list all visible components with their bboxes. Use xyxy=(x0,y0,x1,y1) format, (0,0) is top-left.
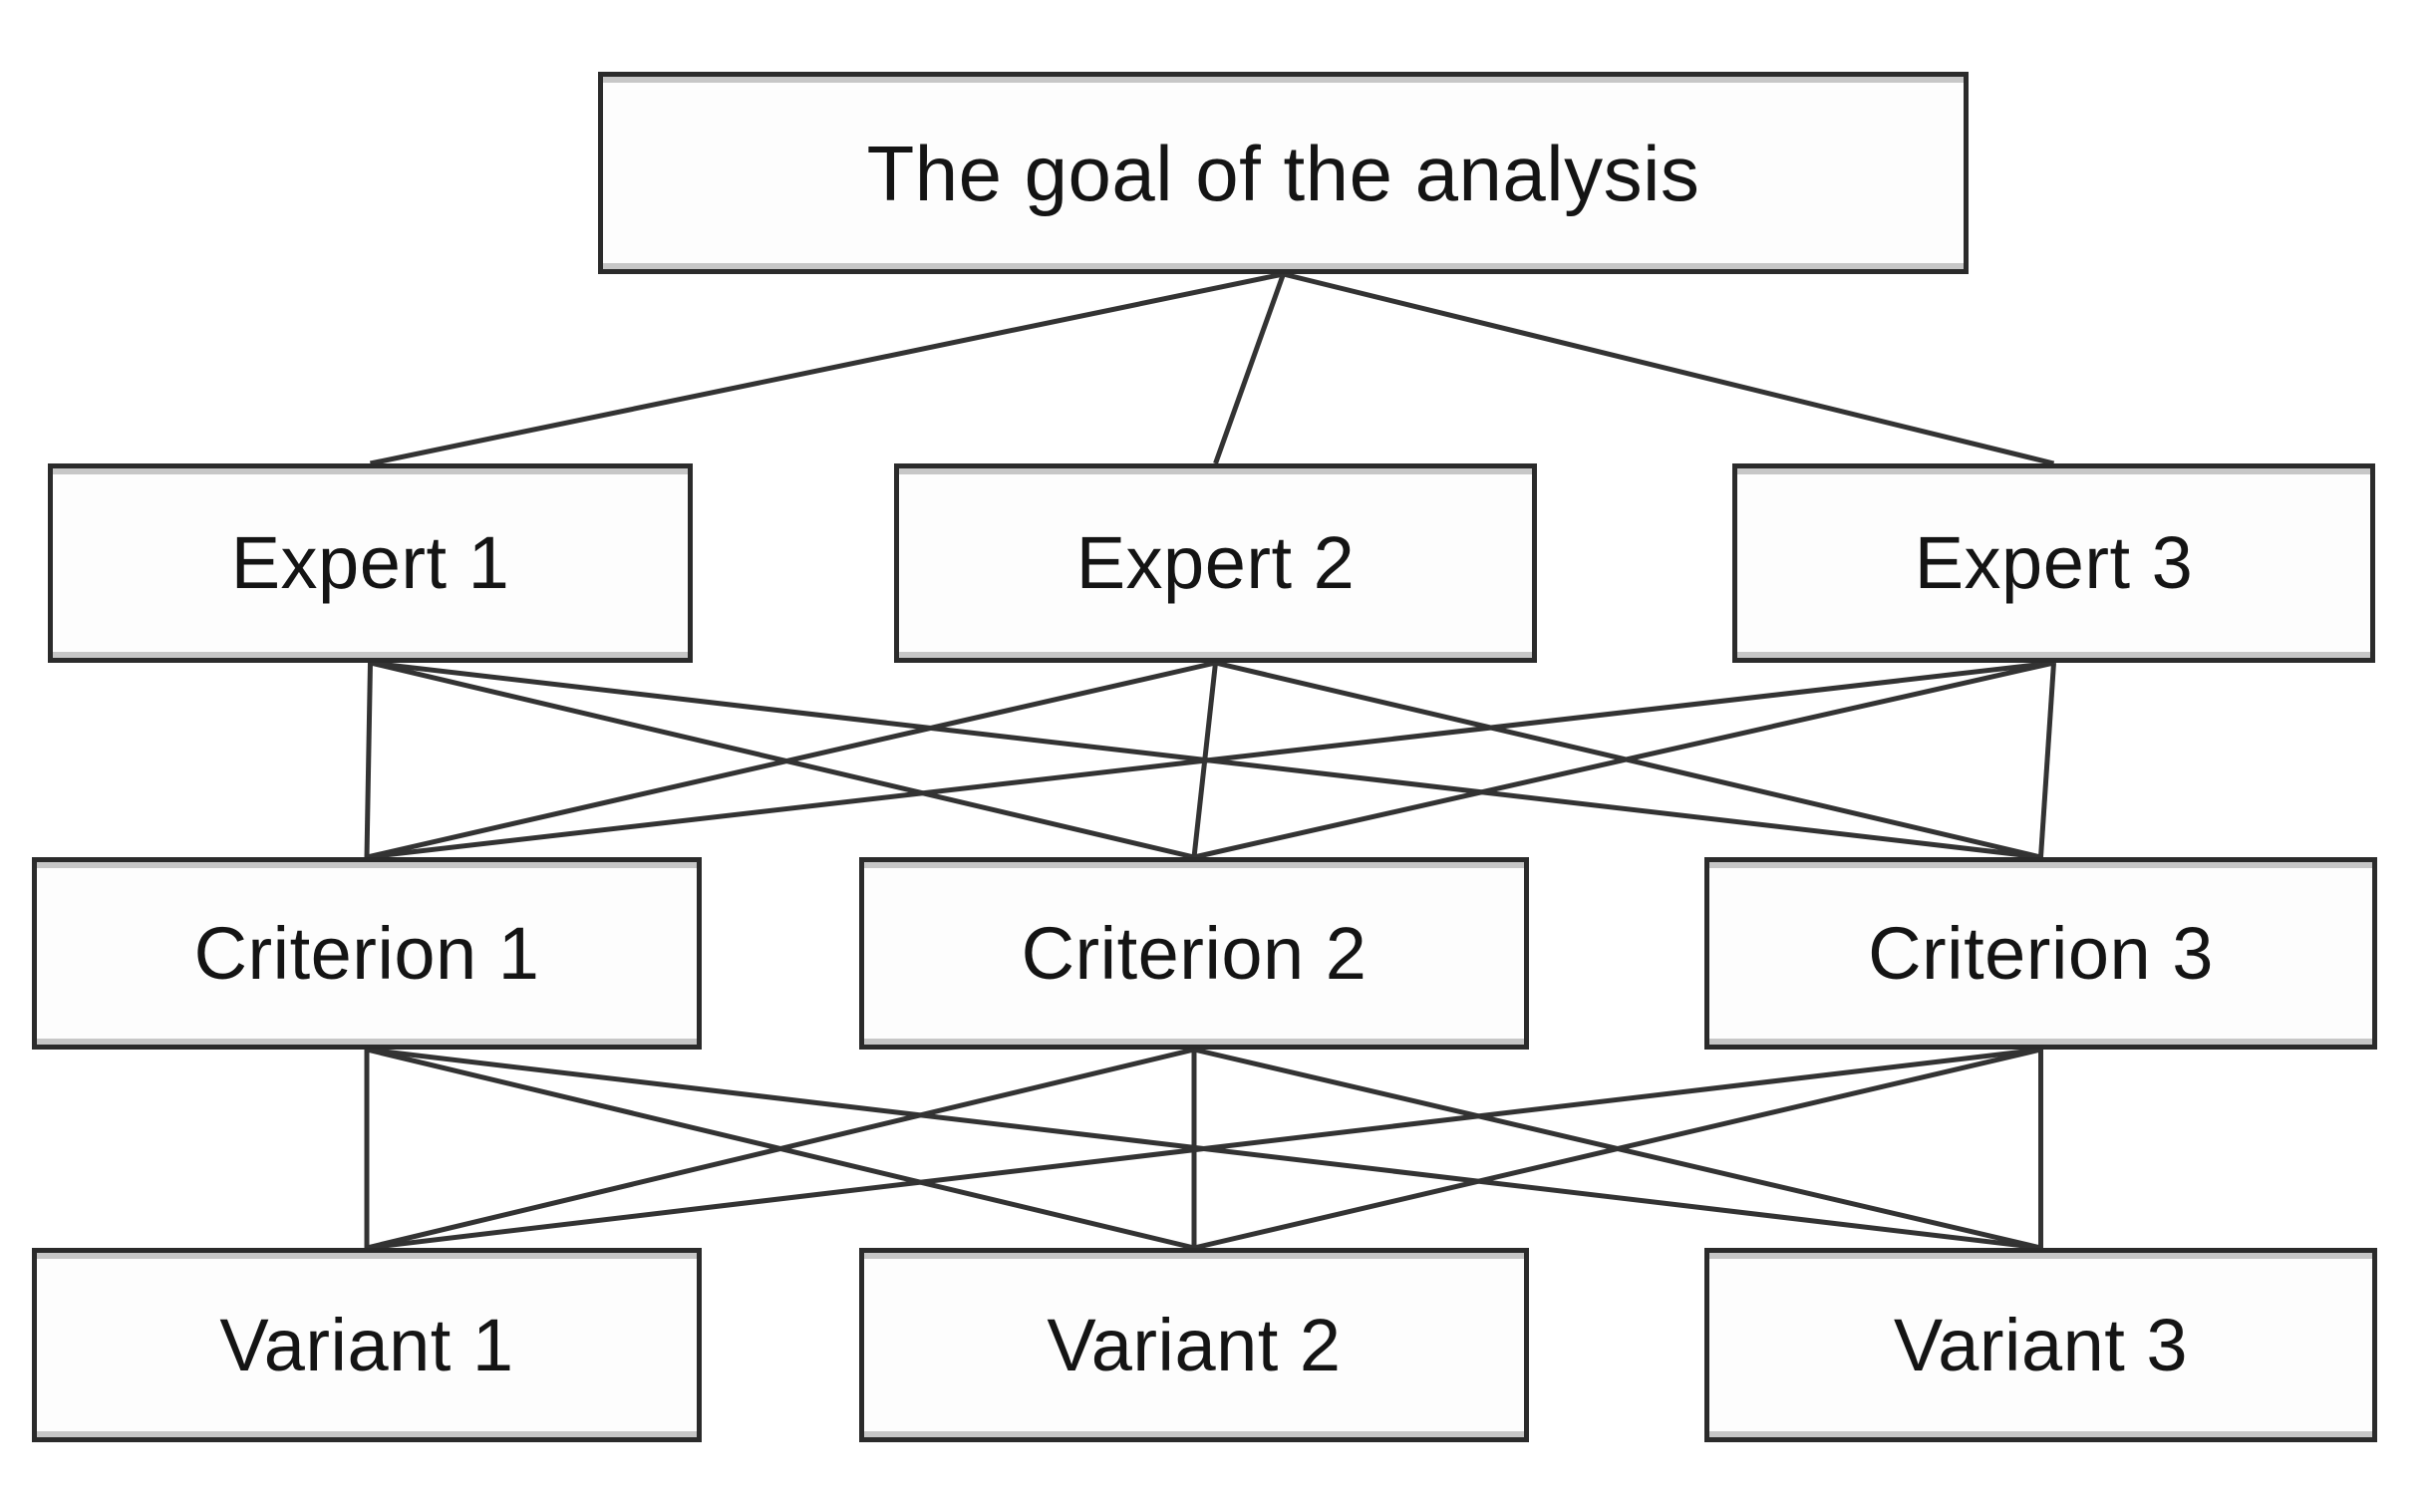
edge-criterion2-to-variant3 xyxy=(1193,1047,2042,1251)
edge-goal-to-expert1 xyxy=(369,271,1285,466)
node-variant3[interactable]: Variant 3 xyxy=(1704,1248,2377,1442)
node-label-expert2: Expert 2 xyxy=(1075,521,1356,604)
node-criterion1[interactable]: Criterion 1 xyxy=(32,857,702,1050)
edge-expert1-to-criterion2 xyxy=(369,660,1195,860)
node-variant1[interactable]: Variant 1 xyxy=(32,1248,702,1442)
node-label-variant1: Variant 1 xyxy=(219,1303,514,1386)
edge-expert3-to-criterion3 xyxy=(2038,662,2056,858)
edge-expert2-to-criterion2 xyxy=(1191,662,1218,858)
edge-expert1-to-criterion3 xyxy=(370,660,2041,860)
node-expert2[interactable]: Expert 2 xyxy=(894,463,1537,663)
edge-expert3-to-criterion1 xyxy=(366,660,2054,860)
node-expert1[interactable]: Expert 1 xyxy=(48,463,693,663)
node-criterion3[interactable]: Criterion 3 xyxy=(1704,857,2377,1050)
node-label-variant3: Variant 3 xyxy=(1893,1303,2189,1386)
node-label-goal: The goal of the analysis xyxy=(866,129,1700,217)
edge-criterion1-to-variant2 xyxy=(366,1047,1195,1251)
edge-expert3-to-criterion2 xyxy=(1193,660,2055,860)
edge-criterion2-to-variant1 xyxy=(366,1047,1195,1251)
node-label-variant2: Variant 2 xyxy=(1047,1303,1342,1386)
edge-expert2-to-criterion3 xyxy=(1214,660,2042,860)
node-variant2[interactable]: Variant 2 xyxy=(859,1248,1529,1442)
node-criterion2[interactable]: Criterion 2 xyxy=(859,857,1529,1050)
edge-goal-to-expert3 xyxy=(1282,271,2055,466)
edge-criterion3-to-variant2 xyxy=(1193,1047,2042,1251)
node-label-criterion3: Criterion 3 xyxy=(1868,911,2214,995)
node-label-criterion1: Criterion 1 xyxy=(193,911,540,995)
node-label-criterion2: Criterion 2 xyxy=(1021,911,1368,995)
edge-criterion3-to-variant1 xyxy=(366,1047,2041,1251)
edge-goal-to-expert2 xyxy=(1213,273,1286,464)
edge-expert2-to-criterion1 xyxy=(366,660,1217,860)
edge-criterion1-to-variant3 xyxy=(366,1047,2041,1251)
node-label-expert1: Expert 1 xyxy=(230,521,510,604)
node-label-expert3: Expert 3 xyxy=(1914,521,2194,604)
node-goal[interactable]: The goal of the analysis xyxy=(598,72,1969,274)
node-expert3[interactable]: Expert 3 xyxy=(1732,463,2375,663)
edge-expert1-to-criterion1 xyxy=(364,662,373,858)
